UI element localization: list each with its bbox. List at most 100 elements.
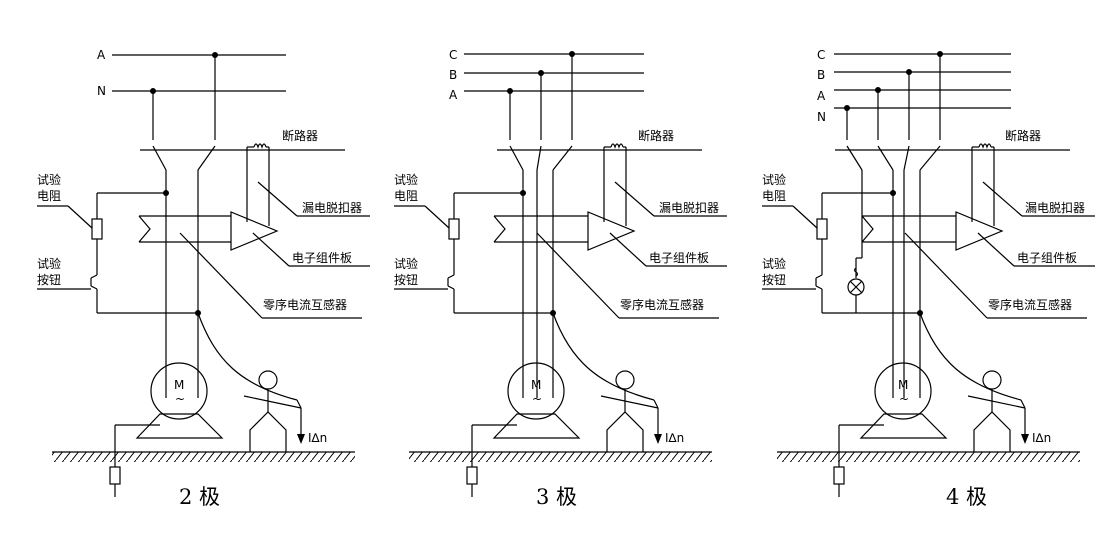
test-button xyxy=(447,274,455,279)
leakage-path xyxy=(1020,399,1026,409)
zero-sequence-ct xyxy=(138,215,231,243)
test-resistor-label: 电阻 xyxy=(762,189,786,203)
test-resistor-label: 电阻 xyxy=(394,189,418,203)
release-coil xyxy=(978,143,992,149)
test-resistor-label: 电阻 xyxy=(37,189,61,203)
motor-base xyxy=(492,413,581,439)
diagram-title: 2 极 xyxy=(179,485,220,509)
test-button xyxy=(447,285,455,290)
test-resistor xyxy=(91,218,103,240)
diagram-title: 4 极 xyxy=(946,485,987,509)
current-arrow xyxy=(297,434,305,444)
leakage-path xyxy=(552,312,655,401)
ct-label: 零序电流互感器 xyxy=(620,297,704,312)
leader-line xyxy=(252,232,290,267)
board-label: 电子组件板 xyxy=(1017,251,1077,265)
board-label: 电子组件板 xyxy=(292,251,352,265)
motor xyxy=(507,362,565,420)
leakage-path xyxy=(919,312,1022,401)
person-icon xyxy=(967,370,1026,452)
line-label: N xyxy=(97,84,106,98)
test-resistor xyxy=(816,218,828,240)
diagram-2-pole: A N 断路器 试验 电阻 试验 按钮 漏电脱扣器 电子组件板 零序电流互感器 xyxy=(37,48,370,509)
test-resistor-label: 试验 xyxy=(37,172,61,187)
release-coil xyxy=(253,143,267,149)
motor xyxy=(874,362,932,420)
person-icon xyxy=(243,370,302,452)
leader-line xyxy=(982,181,1023,217)
current-arrow xyxy=(1021,434,1029,444)
leader-line xyxy=(536,232,620,319)
test-button xyxy=(90,274,98,279)
release-label: 漏电脱扣器 xyxy=(1025,200,1085,215)
motor-sub: ~ xyxy=(175,392,185,406)
leader-line xyxy=(179,232,263,319)
diagram-title: 3 极 xyxy=(536,485,577,509)
line-label: A xyxy=(449,88,458,102)
line-label: A xyxy=(97,48,106,62)
leader-line xyxy=(977,232,1015,267)
lamp-icon xyxy=(847,278,865,296)
motor-label: M xyxy=(531,378,541,392)
motor-base xyxy=(135,413,224,439)
ground-rod xyxy=(466,466,478,485)
motor-label: M xyxy=(898,378,908,392)
breaker-label: 断路器 xyxy=(638,128,674,143)
person-icon xyxy=(600,370,659,452)
lamp-wire xyxy=(853,267,859,277)
current-label: I∆n xyxy=(308,431,327,445)
diagram-3-pole: C B A 断路器 试验 电阻 试验 按钮 漏电脱扣器 电子组件板 零序电流互感… xyxy=(394,48,727,509)
ground-hatch xyxy=(52,452,355,462)
ground-hatch xyxy=(409,452,712,462)
board-label: 电子组件板 xyxy=(649,251,709,265)
ground-hatch xyxy=(777,452,1080,462)
test-button-label: 按钮 xyxy=(394,272,418,287)
leader-line xyxy=(792,205,818,229)
leakage-path xyxy=(296,399,302,409)
zero-sequence-ct xyxy=(861,215,956,243)
leader-line xyxy=(257,181,298,217)
test-button-label: 按钮 xyxy=(762,272,786,287)
breaker-label: 断路器 xyxy=(1005,128,1041,143)
line-label: B xyxy=(449,68,457,82)
breaker-label: 断路器 xyxy=(282,128,318,143)
motor xyxy=(150,362,208,420)
leakage-path xyxy=(197,312,298,401)
ground-rod xyxy=(833,466,845,485)
leader-line xyxy=(904,232,988,319)
motor-sub: ~ xyxy=(532,392,542,406)
test-button xyxy=(815,285,823,290)
electronic-board xyxy=(230,211,279,251)
leader-line xyxy=(67,205,93,229)
leader-line xyxy=(614,181,655,217)
ct-label: 零序电流互感器 xyxy=(263,297,347,312)
test-button xyxy=(815,274,823,279)
leader-line xyxy=(609,232,647,267)
ct-label: 零序电流互感器 xyxy=(988,297,1072,312)
test-resistor-label: 试验 xyxy=(762,172,786,187)
line-label: B xyxy=(817,68,825,82)
ground-rod xyxy=(109,466,121,485)
current-arrow xyxy=(654,434,662,444)
test-button-label: 按钮 xyxy=(37,272,61,287)
test-button-label: 试验 xyxy=(37,256,61,271)
line-label: C xyxy=(817,48,825,62)
test-resistor xyxy=(448,218,460,240)
test-button-label: 试验 xyxy=(762,256,786,271)
line-label: C xyxy=(449,48,457,62)
test-button-label: 试验 xyxy=(394,256,418,271)
motor-base xyxy=(859,413,948,439)
motor-sub: ~ xyxy=(899,392,909,406)
current-label: I∆n xyxy=(665,431,684,445)
release-label: 漏电脱扣器 xyxy=(659,200,719,215)
line-label: N xyxy=(817,110,826,124)
line-label: A xyxy=(817,89,826,103)
leader-line xyxy=(424,205,450,229)
test-button xyxy=(90,285,98,290)
release-coil xyxy=(610,143,624,149)
zero-sequence-ct xyxy=(493,215,588,243)
motor-label: M xyxy=(174,378,184,392)
leakage-path xyxy=(653,399,659,409)
